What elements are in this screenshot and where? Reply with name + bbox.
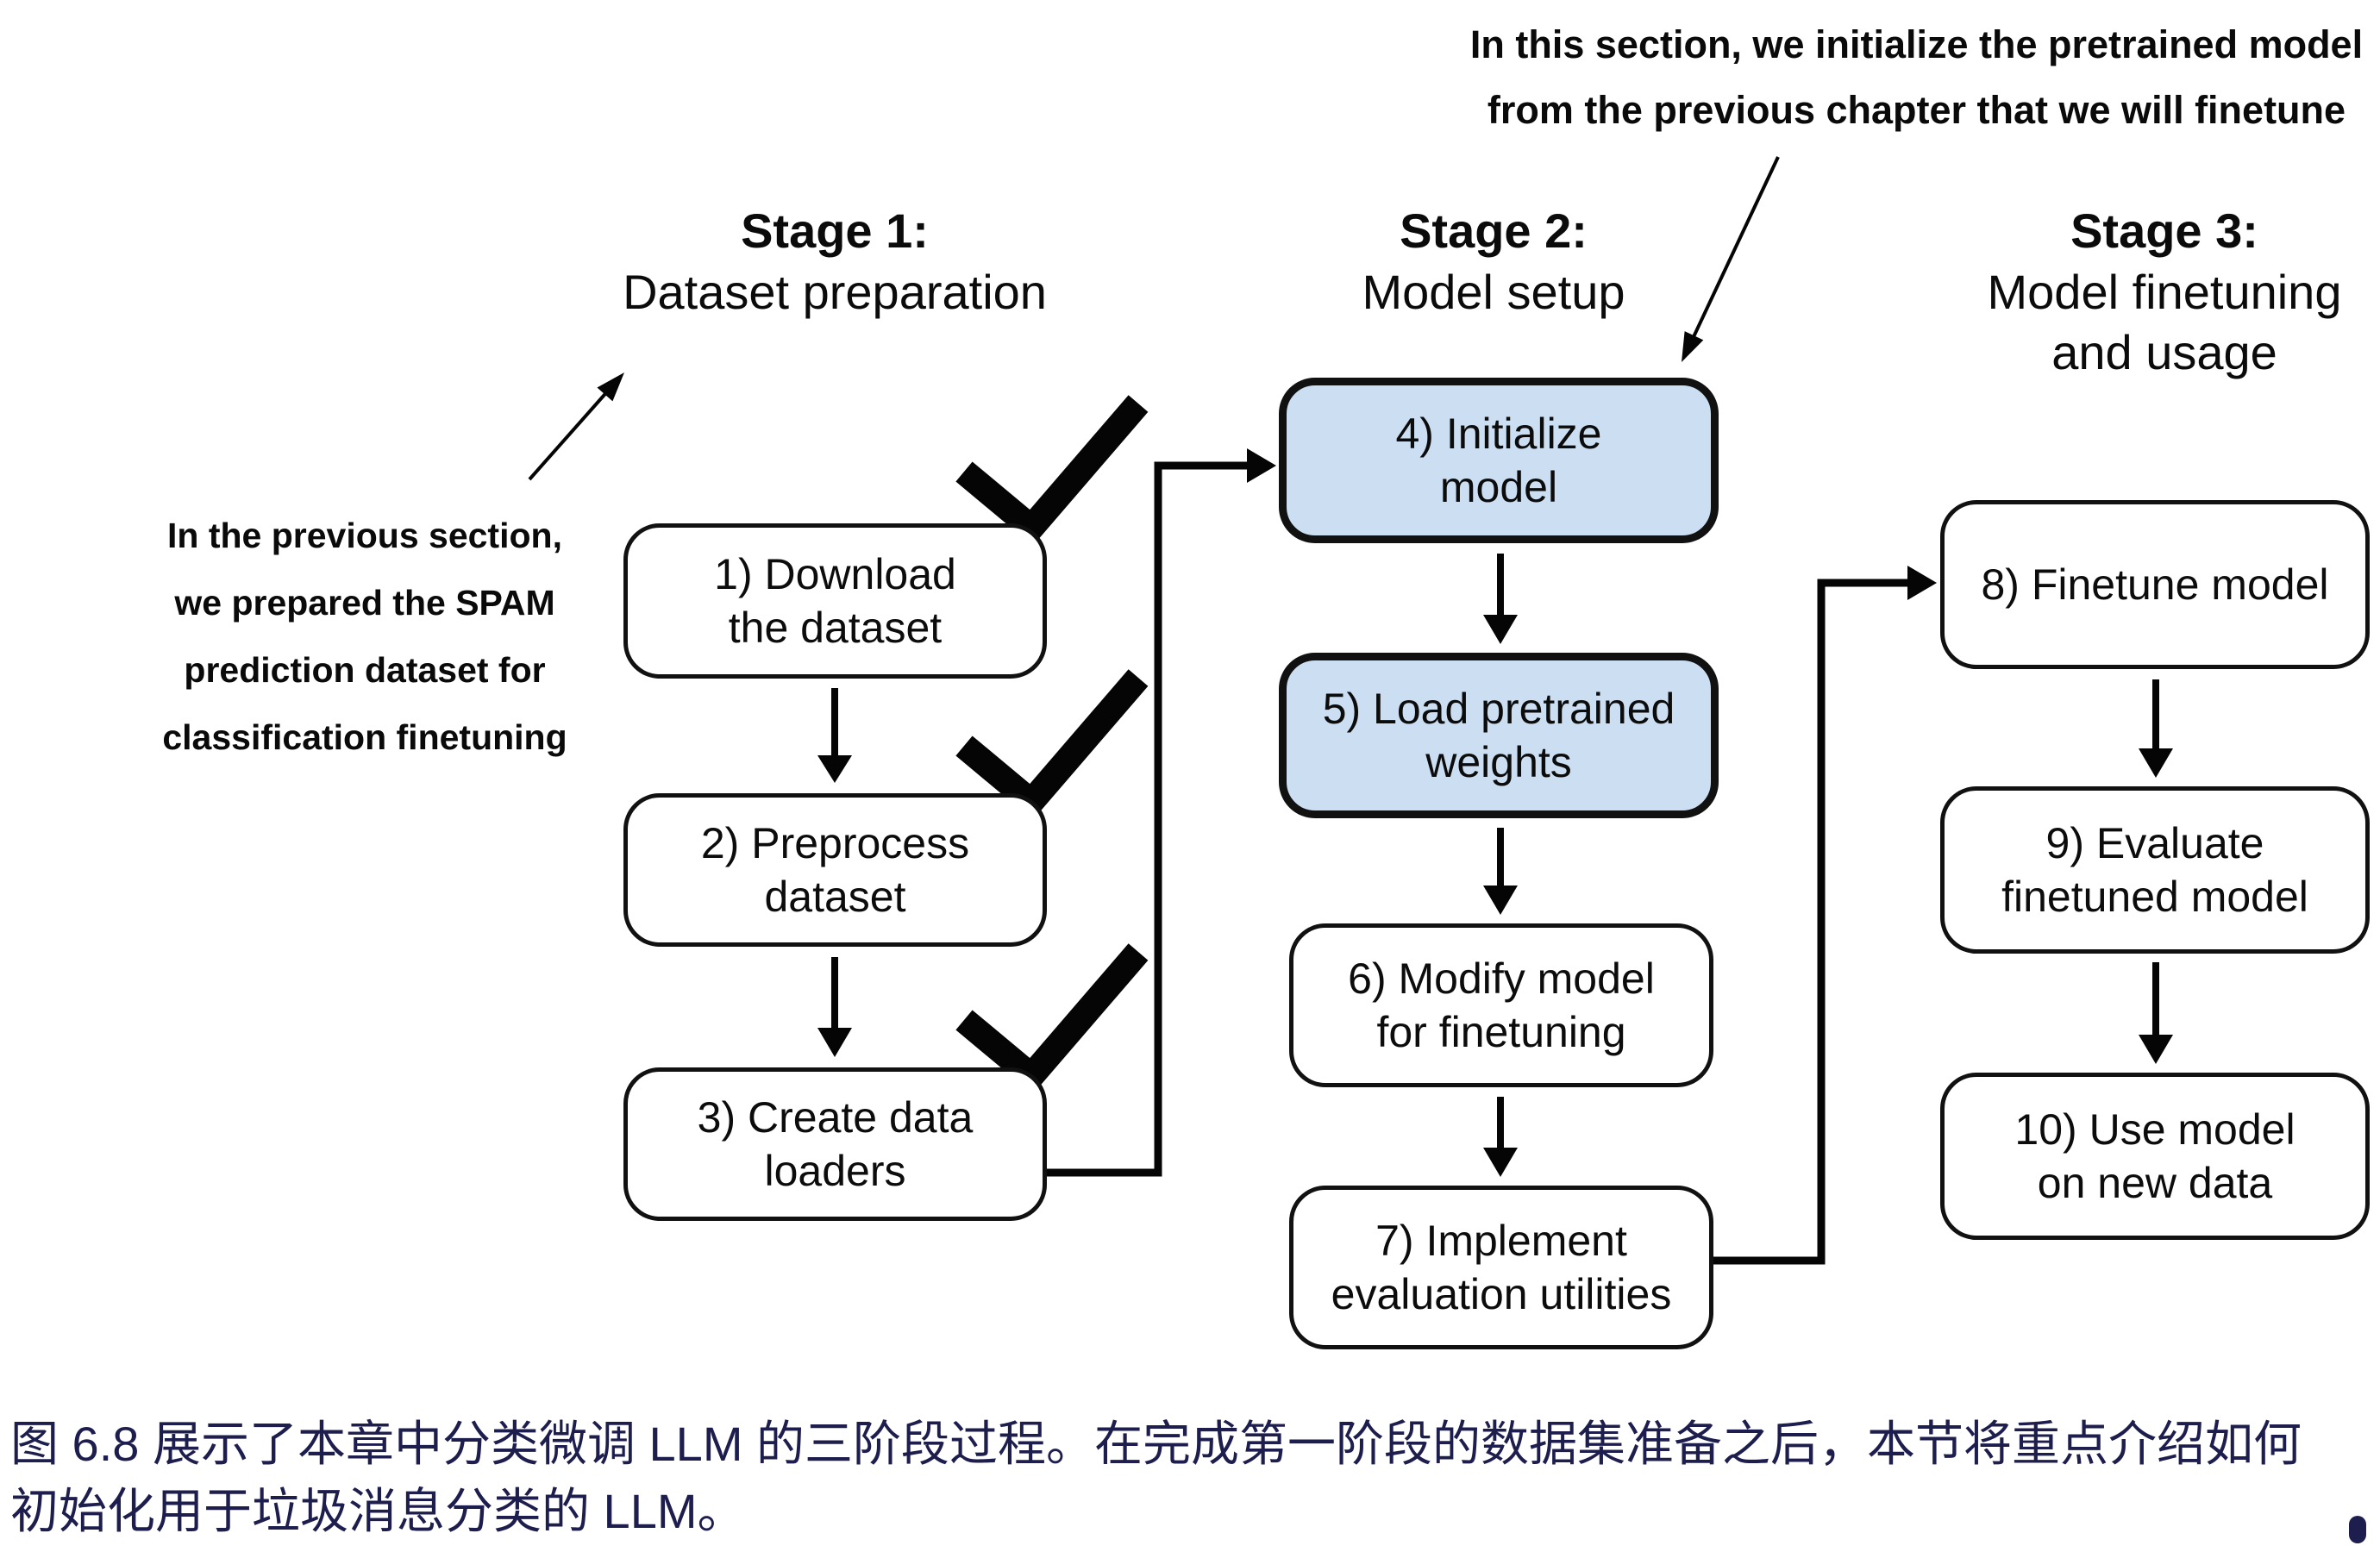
top-annotation-line: from the previous chapter that we will f… (1487, 88, 2346, 132)
box-label-line: 6) Modify model (1348, 954, 1655, 1003)
stage2-header: Stage 2: Model setup (1192, 200, 1795, 322)
box-label-line: dataset (764, 873, 906, 921)
flow-box-evaluate-finetuned-model: 9) Evaluate finetuned model (1940, 786, 2370, 954)
box-label-line: 2) Preprocess (700, 819, 970, 867)
caption-line-2: 初始化用于垃圾消息分类的 LLM。 (10, 1484, 746, 1538)
arrow-box5-to-box6 (1483, 828, 1518, 915)
arrow-box1-to-box2 (817, 688, 852, 783)
check-icon (955, 395, 1149, 546)
box-label-line: 5) Load pretrained (1322, 685, 1675, 733)
arrow-box4-to-box5 (1483, 554, 1518, 644)
box-label-line: for finetuning (1376, 1008, 1626, 1056)
caption-line-1: 图 6.8 展示了本章中分类微调 LLM 的三阶段过程。在完成第一阶段的数据集准… (10, 1417, 2302, 1471)
left-annotation-line: In the previous section, (167, 516, 562, 555)
box-label-line: 1) Download (714, 550, 956, 598)
flow-box-initialize-model: 4) Initialize model (1279, 378, 1719, 543)
stage2-subtitle: Model setup (1362, 265, 1625, 319)
connector-box7-to-box8 (1713, 566, 1937, 1265)
box-label-line: 10) Use model (2014, 1105, 2295, 1154)
left-annotation-line: prediction dataset for (184, 650, 546, 690)
box-label-line: weights (1425, 738, 1572, 786)
stage1-header: Stage 1: Dataset preparation (533, 200, 1137, 322)
check-icon (955, 669, 1149, 820)
stage3-subtitle-line2: and usage (2051, 325, 2277, 379)
stage2-title: Stage 2: (1400, 203, 1588, 258)
flow-box-create-data-loaders: 3) Create data loaders (623, 1067, 1047, 1221)
flow-box-use-model-new-data: 10) Use model on new data (1940, 1073, 2370, 1240)
figure-caption: 图 6.8 展示了本章中分类微调 LLM 的三阶段过程。在完成第一阶段的数据集准… (10, 1411, 2364, 1545)
left-annotation: In the previous section, we prepared the… (110, 502, 619, 771)
box-label-line: model (1439, 463, 1558, 511)
left-annotation-line: classification finetuning (162, 717, 567, 757)
flow-box-load-pretrained-weights: 5) Load pretrained weights (1279, 653, 1719, 818)
box-label-line: 7) Implement (1375, 1217, 1627, 1265)
stage3-subtitle: Model finetuning (1987, 265, 2342, 319)
arrow-box6-to-box7 (1483, 1097, 1518, 1177)
connector-box3-to-box4 (1047, 448, 1276, 1177)
box-label-line: 8) Finetune model (1981, 560, 2329, 609)
stage3-title: Stage 3: (2070, 203, 2258, 258)
arrow-box9-to-box10 (2139, 962, 2173, 1064)
left-annotation-line: we prepared the SPAM (174, 583, 555, 623)
flow-box-download-dataset: 1) Download the dataset (623, 523, 1047, 679)
flow-box-implement-evaluation-utilities: 7) Implement evaluation utilities (1289, 1186, 1713, 1349)
stage3-header: Stage 3: Model finetuning and usage (1863, 200, 2380, 383)
stage1-subtitle: Dataset preparation (623, 265, 1047, 319)
box-label-line: 9) Evaluate (2045, 819, 2264, 867)
box-label-line: the dataset (728, 604, 943, 652)
flow-box-preprocess-dataset: 2) Preprocess dataset (623, 793, 1047, 947)
flow-box-finetune-model: 8) Finetune model (1940, 500, 2370, 669)
box-label-line: 4) Initialize (1395, 410, 1602, 458)
top-annotation: In this section, we initialize the pretr… (1431, 12, 2380, 143)
arrow-left-annotation-to-stage1 (528, 372, 624, 481)
arrow-box2-to-box3 (817, 957, 852, 1057)
check-icon (955, 943, 1149, 1094)
box-label-line: finetuned model (2001, 873, 2308, 921)
box-label-line: 3) Create data (697, 1093, 974, 1142)
arrow-box8-to-box9 (2139, 679, 2173, 778)
stray-mark (2349, 1516, 2366, 1543)
arrow-top-annotation-to-box4 (1682, 156, 1780, 362)
stage1-title: Stage 1: (741, 203, 929, 258)
box-label-line: on new data (2037, 1159, 2273, 1207)
top-annotation-line: In this section, we initialize the pretr… (1469, 22, 2364, 66)
box-label-line: loaders (764, 1147, 906, 1195)
box-label-line: evaluation utilities (1331, 1270, 1672, 1318)
flow-box-modify-model: 6) Modify model for finetuning (1289, 923, 1713, 1087)
